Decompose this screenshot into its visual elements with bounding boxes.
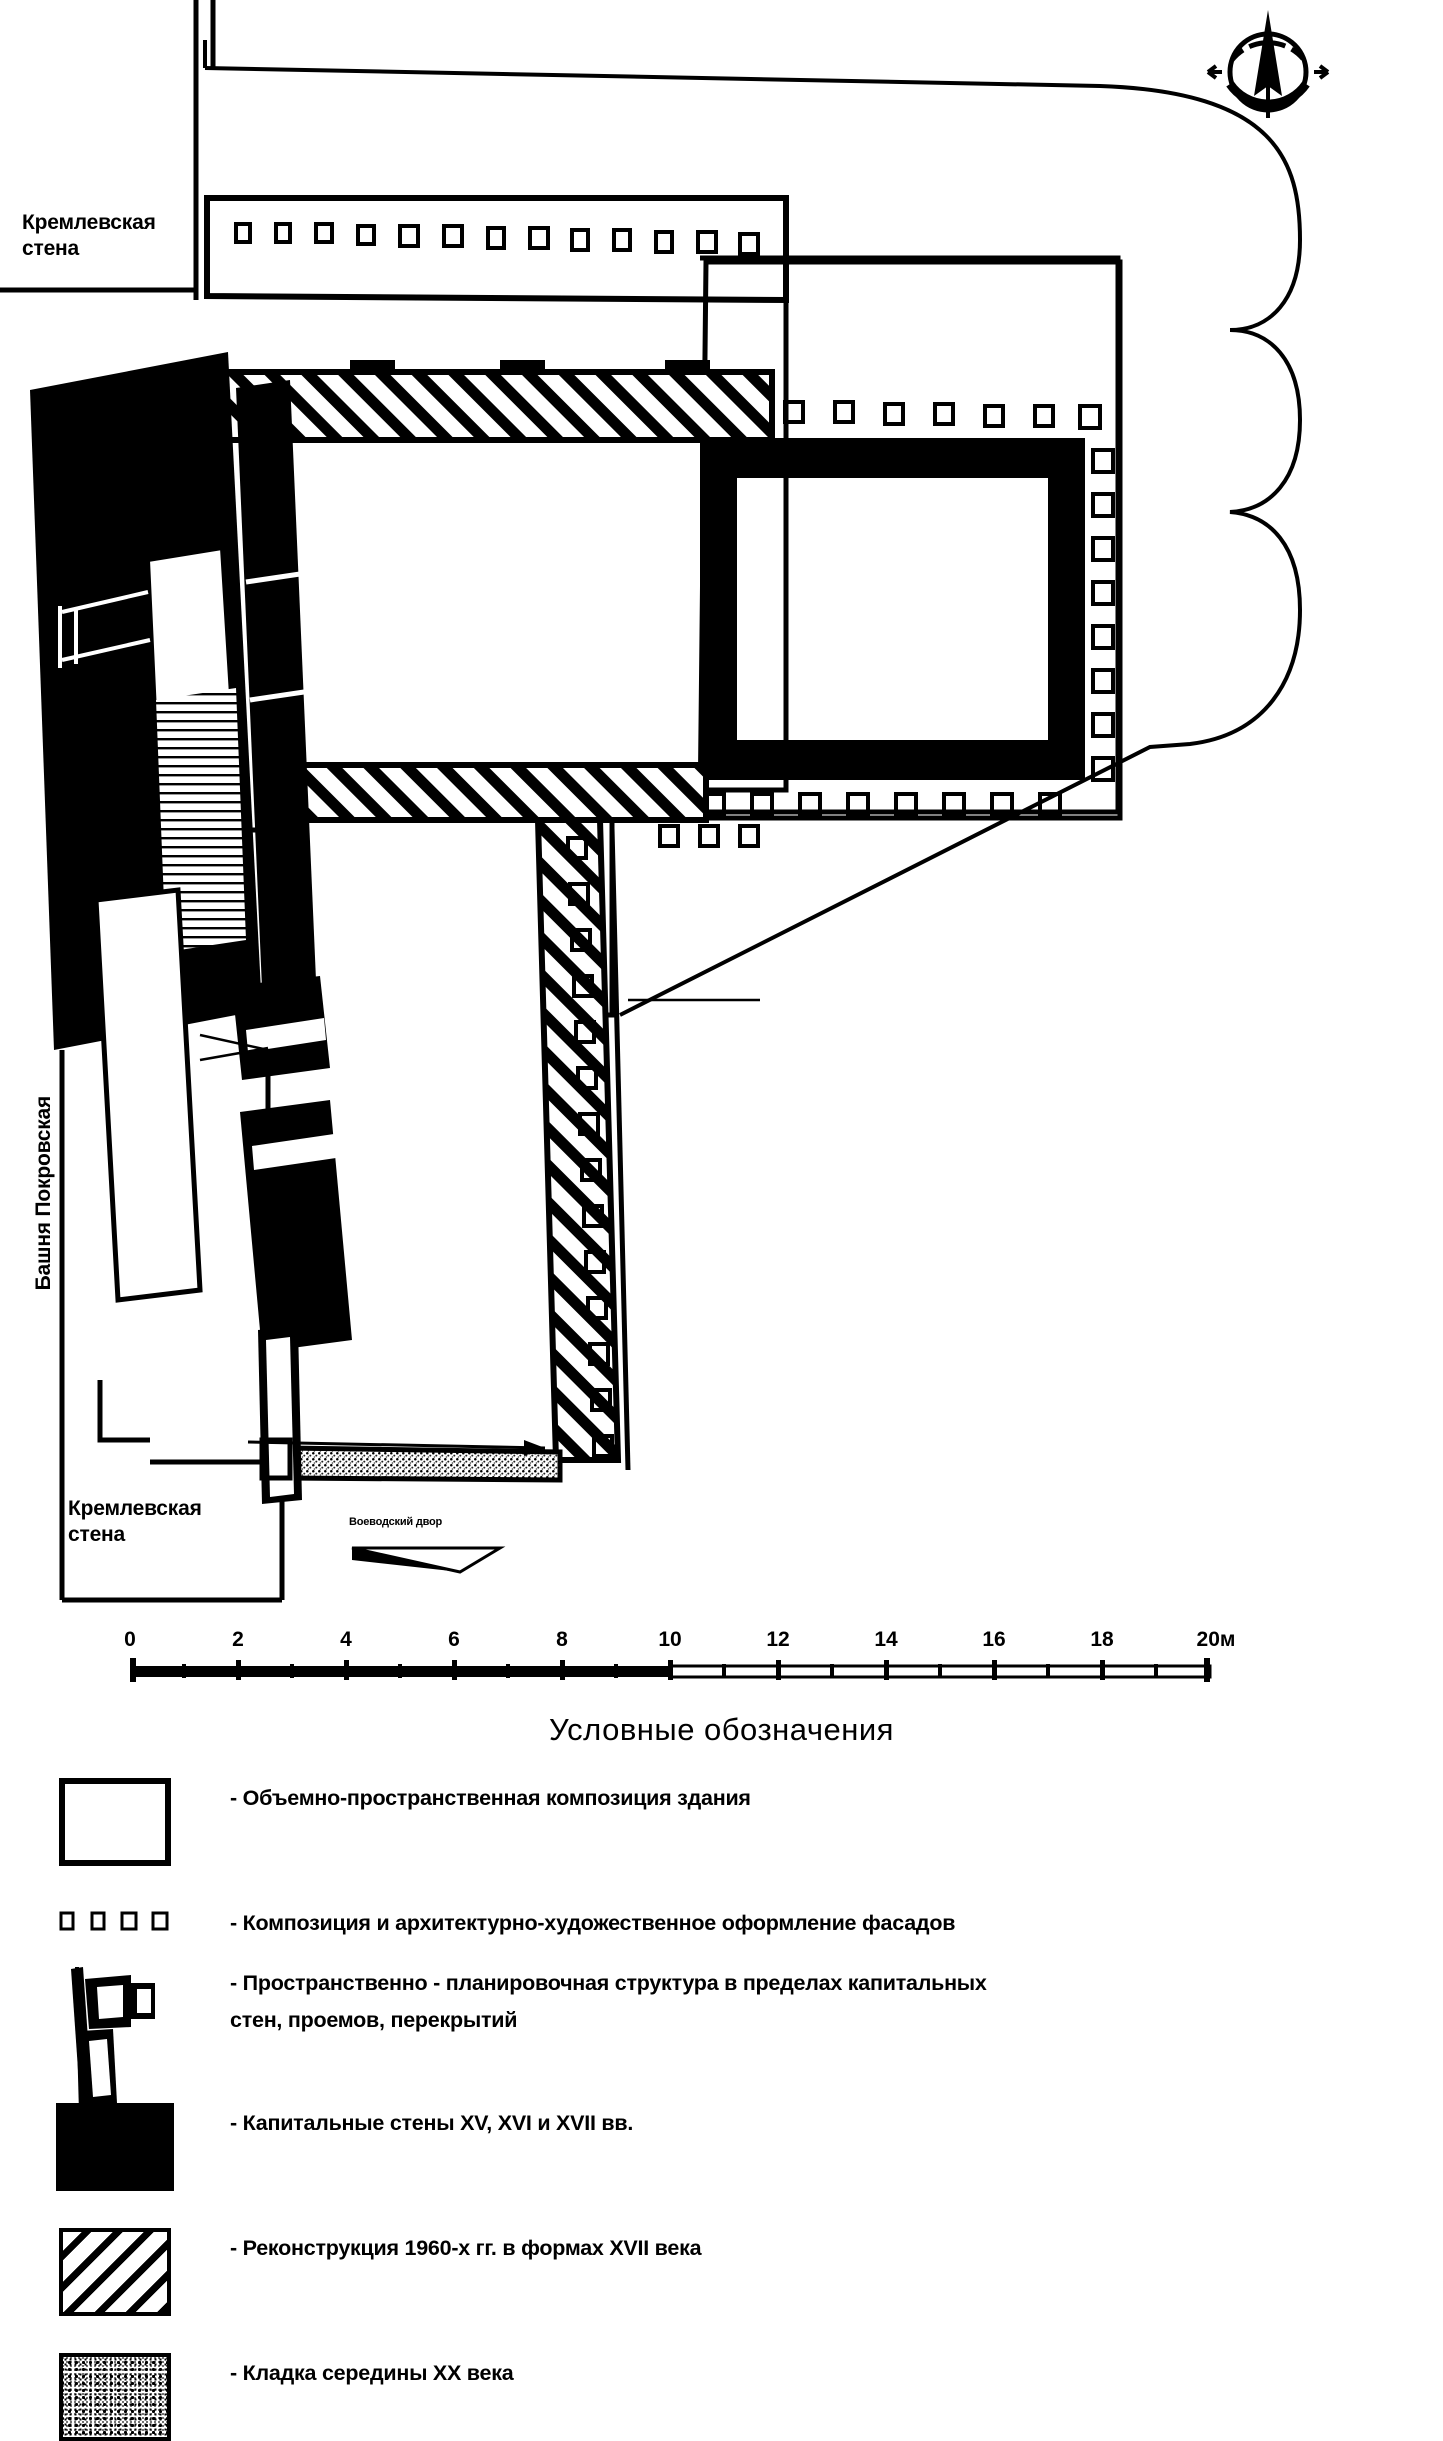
legend-item-reconstruction-1960s: - Реконструкция 1960-х гг. в формах XVII… bbox=[0, 2228, 1443, 2316]
east-facade-band bbox=[557, 198, 1121, 1018]
kremlin-wall-top bbox=[0, 0, 216, 300]
scale-tick-0: 0 bbox=[124, 1628, 136, 1651]
legend-swatch-cell bbox=[0, 2353, 230, 2441]
west-range-jog bbox=[150, 1437, 293, 1481]
legend-item-mid20c-masonry: - Кладка середины XX века bbox=[0, 2353, 1443, 2441]
east-facade-window-marks-step bbox=[658, 824, 760, 848]
scale-tick-16: 16 bbox=[982, 1628, 1006, 1651]
legend-title: Условные обозначения bbox=[549, 1712, 894, 1747]
plan-structure-swatch-icon bbox=[71, 1966, 155, 2113]
scale-end-label: 20м bbox=[1196, 1628, 1236, 1651]
label-kremlin-wall-bottom: Кремлевская стена bbox=[68, 1497, 202, 1547]
label-tower-pokrovskaya: Башня Покровская bbox=[31, 1095, 55, 1291]
plan-drawing bbox=[0, 0, 1330, 1603]
scale-tick-12: 12 bbox=[766, 1628, 790, 1651]
court-facade-edge bbox=[609, 827, 631, 1471]
legend-swatch-cell bbox=[0, 1778, 230, 1866]
north-facade-band bbox=[204, 195, 789, 304]
reconstruction-wall-north bbox=[219, 360, 775, 443]
legend-swatch-cell bbox=[0, 2103, 230, 2191]
legend-item-label-line2: стен, проемов, перекрытий bbox=[230, 2007, 518, 2032]
legend-item-label: - Кладка середины XX века bbox=[230, 2361, 514, 2385]
pokrovskaya-tower-complex bbox=[30, 352, 316, 1050]
scale-tick-4: 4 bbox=[340, 1628, 352, 1651]
scale-tick-18: 18 bbox=[1090, 1628, 1114, 1651]
reconstruction-wall-mid bbox=[265, 762, 709, 823]
stipple-swatch-icon bbox=[59, 2353, 171, 2441]
legend-item-plan-structure: - Пространственно - планировочная структ… bbox=[0, 1963, 1443, 2113]
legend-item-label: - Пространственно - планировочная структ… bbox=[230, 1963, 1443, 2039]
leader-lines bbox=[199, 998, 760, 1062]
label-voevodsky-dvor: Воеводский двор bbox=[349, 1516, 443, 1528]
scale-tick-2: 2 bbox=[232, 1628, 244, 1651]
plan-vector-graphic bbox=[0, 0, 1330, 1603]
legend-item-capital-walls: - Капитальные стены XV, XVI и XVII вв. bbox=[0, 2103, 1443, 2191]
scale-tick-8: 8 bbox=[556, 1628, 568, 1651]
west-range-capital-walls bbox=[232, 976, 352, 1504]
solid-black-swatch-icon bbox=[56, 2103, 174, 2191]
legend-item-facade-composition: - Композиция и архитектурно-художественн… bbox=[0, 1903, 1443, 1942]
legend-item-label: - Объемно-пространственная композиция зд… bbox=[230, 1786, 751, 1810]
legend-item-label: - Реконструкция 1960-х гг. в формах XVII… bbox=[230, 2236, 702, 2260]
east-facade-window-marks-right bbox=[1091, 448, 1115, 782]
legend-item-label-line1: - Пространственно - планировочная структ… bbox=[230, 1971, 987, 1995]
voevodsky-dvor-arrow bbox=[351, 1546, 506, 1574]
facade-window-marks bbox=[234, 222, 760, 256]
court-facade-window-marks bbox=[566, 836, 614, 1458]
scale-tick-labels: 0 2 4 6 8 10 12 14 16 18 20м bbox=[124, 1628, 1235, 1656]
legend-item-label: - Композиция и архитектурно-художественн… bbox=[230, 1911, 956, 1935]
hatched-swatch-icon bbox=[59, 2228, 171, 2316]
legend-item-volume-composition: - Объемно-пространственная композиция зд… bbox=[0, 1778, 1443, 1866]
label-kremlin-wall-top: Кремлевская стена bbox=[22, 211, 156, 261]
facade-marks-swatch-icon bbox=[59, 1911, 169, 1931]
scale-bar: 0 2 4 6 8 10 12 14 16 18 20м bbox=[124, 1628, 1235, 1688]
east-facade-window-marks-bottom bbox=[702, 792, 1062, 818]
west-annex-outline bbox=[93, 887, 203, 1303]
scale-tick-10: 10 bbox=[658, 1628, 682, 1651]
site-boundary-outline bbox=[203, 40, 1303, 1017]
scale-bar-graphic bbox=[130, 1658, 1212, 1682]
voevodsky-dvor-arrow-top bbox=[247, 1440, 546, 1456]
east-facade-window-marks-top bbox=[733, 400, 1102, 430]
legend-item-label: - Капитальные стены XV, XVI и XVII вв. bbox=[230, 2111, 634, 2135]
east-block-capital-walls bbox=[700, 438, 1085, 780]
mid20c-masonry-band bbox=[285, 1445, 563, 1483]
legend-swatch-cell bbox=[0, 2228, 230, 2316]
legend-swatch-cell bbox=[0, 1963, 230, 2113]
north-arrow-icon bbox=[1206, 10, 1330, 118]
outline-rectangle-swatch-icon bbox=[59, 1778, 171, 1866]
legend-swatch-cell bbox=[0, 1903, 230, 1939]
scale-tick-6: 6 bbox=[448, 1628, 460, 1651]
scale-tick-14: 14 bbox=[874, 1628, 898, 1651]
